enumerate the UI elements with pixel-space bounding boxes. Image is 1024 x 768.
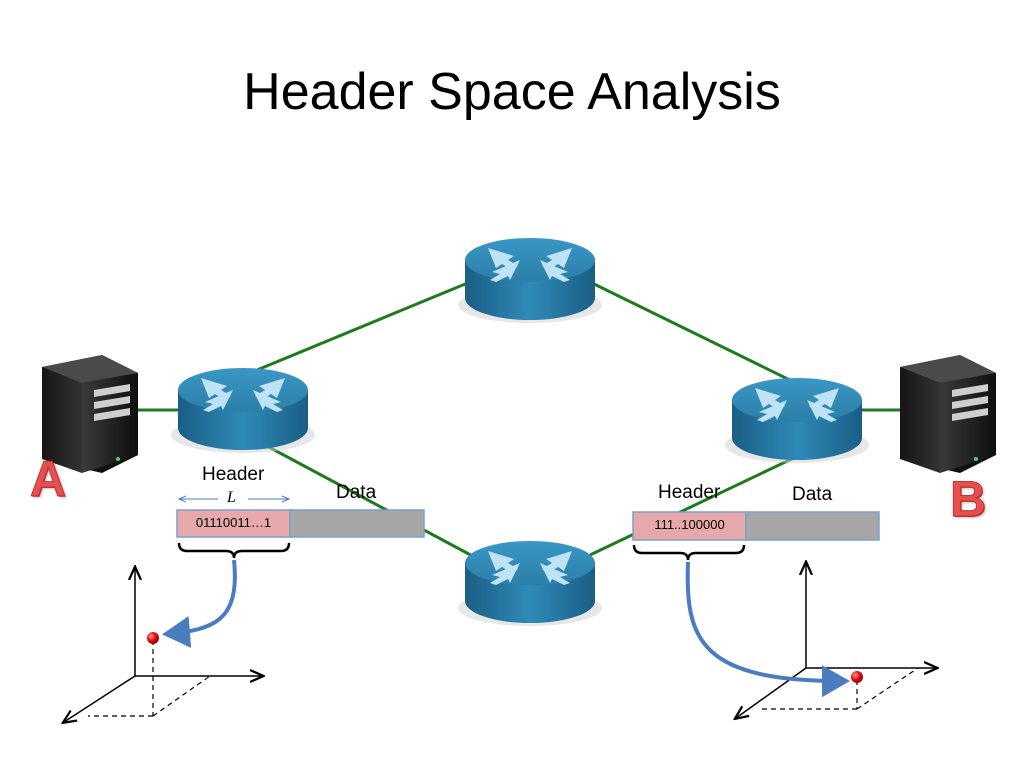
right-data-field [745,511,880,541]
router-icon [458,541,602,626]
left-header-label: Header [202,464,265,485]
left-header-bits: 01110011…1 [195,515,272,530]
slide-title: Header Space Analysis [243,63,781,121]
network-links [130,280,905,562]
host-b-label: B [949,471,987,528]
left-header-brace [177,542,291,559]
right-projection-lines [762,667,919,710]
link-router-top-router-right [589,280,801,387]
left-mapping-arrow [162,559,237,648]
left-data-label: Data [336,482,377,503]
right-data-label: Data [792,484,833,505]
left-header-space-axes [64,568,262,722]
right-header-space-axes [736,563,936,718]
router-icon [725,378,869,463]
left-data-field [289,509,425,538]
host-a-label: A [29,451,67,508]
right-header-point [851,671,863,683]
right-header-label: Header [658,482,721,503]
right-header-bits: 111..100000 [654,517,725,532]
left-header-point [147,632,159,644]
right-header-brace [632,544,746,561]
server-icon [42,355,138,473]
right-header-field [632,511,747,541]
link-router-left-router-top [244,280,471,377]
left-length-label: L [227,489,236,506]
router-icon [458,238,602,323]
link-router-bottom-router-right [589,453,801,557]
left-projection-lines [88,640,211,717]
link-router-left-router-bottom [264,443,481,562]
right-mapping-arrow [685,561,850,698]
server-icon [900,355,996,473]
router-icon [171,368,315,453]
